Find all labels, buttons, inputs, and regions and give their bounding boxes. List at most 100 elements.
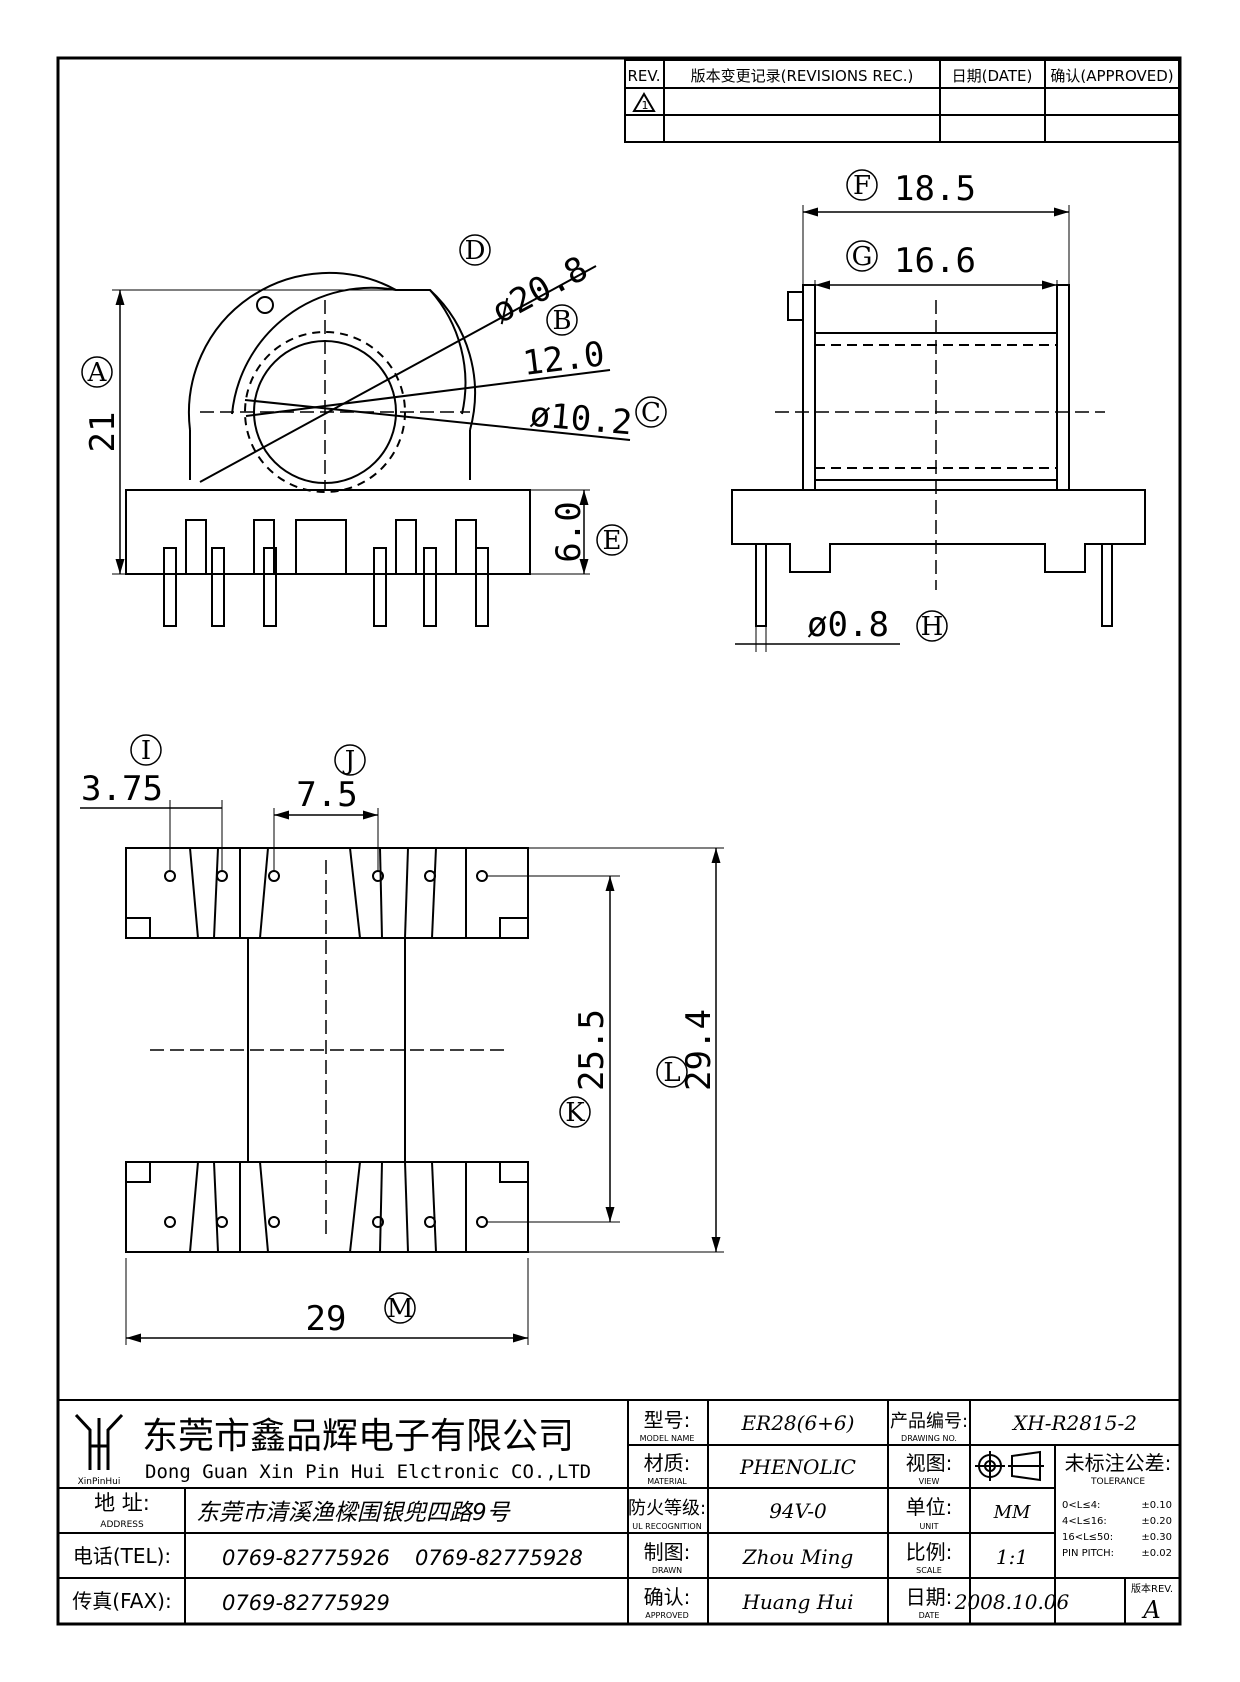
model-label: 型号: <box>644 1408 691 1432</box>
dim-D-value: ø20.8 <box>485 249 594 332</box>
dim-I-value: 3.75 <box>81 769 163 809</box>
dim-I-marker <box>130 734 162 766</box>
dim-C-label: C <box>641 398 661 428</box>
scale-label-en: SCALE <box>916 1566 942 1575</box>
dim-M-label: M <box>387 1294 414 1324</box>
dim-B-marker <box>546 304 578 336</box>
view-label: 视图: <box>906 1451 953 1475</box>
dim-C-value: ø10.2 <box>528 395 633 444</box>
dim-F-label: F <box>853 171 871 201</box>
tolerance-range-2: 4<L≤16: <box>1062 1516 1107 1527</box>
dim-B-label: B <box>552 306 571 336</box>
drawing-border <box>56 56 1182 1626</box>
dim-E-value: 6.0 <box>549 501 589 562</box>
tolerance-range-1: 0<L≤4: <box>1062 1500 1100 1511</box>
dim-G-value: 16.6 <box>894 241 976 281</box>
ul-label: 防火等级: <box>628 1498 706 1519</box>
material-value: PHENOLIC <box>739 1455 856 1479</box>
dim-A-label: A <box>87 358 108 388</box>
unit-value: MM <box>993 1502 1031 1523</box>
dim-E-marker <box>596 524 628 556</box>
front-view <box>112 265 631 627</box>
dim-D-marker <box>459 234 491 266</box>
date-label: 日期: <box>906 1585 953 1609</box>
approved-label-en: APPROVED <box>645 1611 689 1620</box>
material-label: 材质: <box>644 1451 691 1475</box>
tel-label: 电话(TEL): <box>73 1544 171 1568</box>
ul-label-en: UL RECOGNITION <box>632 1522 701 1531</box>
dim-J-marker <box>334 744 366 776</box>
tolerance-label-en: TOLERANCE <box>1090 1477 1145 1487</box>
dim-M-value: 29 <box>306 1299 347 1339</box>
address-value: 东莞市清溪渔樑围银兜四路9号 <box>196 1500 511 1526</box>
dim-I-label: I <box>141 736 151 766</box>
rev-row1-number: 1 <box>642 99 649 112</box>
dim-C-marker <box>635 396 667 428</box>
revisions-col-header: 版本变更记录(REVISIONS REC.) <box>691 67 914 85</box>
scale-label: 比例: <box>906 1540 953 1564</box>
tolerance-value-2: ±0.20 <box>1141 1516 1172 1527</box>
dim-K-marker <box>559 1096 591 1128</box>
dim-B-value: 12.0 <box>521 334 607 384</box>
model-label-en: MODEL NAME <box>640 1434 695 1443</box>
revision-table <box>624 59 1180 143</box>
view-label-en: VIEW <box>919 1477 940 1486</box>
date-col-header: 日期(DATE) <box>952 67 1033 85</box>
dim-H-label: H <box>921 612 944 642</box>
drawn-label-en: DRAWN <box>652 1566 682 1575</box>
dim-H-value: ø0.8 <box>807 605 889 645</box>
fax-number: 0769-82775929 <box>222 1591 390 1615</box>
approved-value: Huang Hui <box>741 1590 853 1614</box>
title-block-grid <box>57 1399 1181 1625</box>
drawn-label: 制图: <box>644 1540 691 1564</box>
tolerance-value-3: ±0.30 <box>1141 1532 1172 1543</box>
dim-H-marker <box>916 610 948 642</box>
dim-F-value: 18.5 <box>894 169 976 209</box>
tel-number-1: 0769-82775926 <box>222 1546 390 1570</box>
side-view <box>731 205 1146 652</box>
approved-col-header: 确认(APPROVED) <box>1050 67 1173 85</box>
tolerance-range-3: 16<L≤50: <box>1062 1532 1113 1543</box>
dim-L-marker <box>656 1056 688 1088</box>
model-value: ER28(6+6) <box>741 1411 855 1435</box>
dim-K-value: 25.5 <box>572 1009 612 1091</box>
drawing-no-value: XH-R2815-2 <box>1011 1411 1137 1435</box>
company-name-en: Dong Guan Xin Pin Hui Elctronic CO.,LTD <box>145 1461 591 1483</box>
revision-label: 版本REV. <box>1131 1582 1173 1595</box>
drawn-value: Zhou Ming <box>742 1545 854 1569</box>
company-name-cn: 东莞市鑫品辉电子有限公司 <box>142 1416 574 1457</box>
dim-D-label: D <box>465 236 486 266</box>
approved-label: 确认: <box>644 1585 691 1609</box>
unit-label: 单位: <box>906 1495 953 1519</box>
company-logo <box>74 1413 124 1470</box>
dim-J-value: 7.5 <box>296 775 357 815</box>
revision-value: A <box>1141 1596 1160 1624</box>
dim-A-value: 21 <box>83 412 123 453</box>
dim-G-marker <box>846 240 878 272</box>
tolerance-value-1: ±0.10 <box>1141 1500 1172 1511</box>
dim-A-marker <box>81 356 113 388</box>
address-label-en: ADDRESS <box>100 1520 144 1530</box>
rev-col-header: REV. <box>628 67 661 85</box>
dim-G-label: G <box>852 242 873 272</box>
unit-label-en: UNIT <box>919 1522 938 1531</box>
dim-L-label: L <box>663 1058 680 1088</box>
date-value: 2008.10.06 <box>954 1590 1070 1614</box>
tolerance-range-4: PIN PITCH: <box>1062 1548 1114 1559</box>
dim-J-label: J <box>342 746 355 776</box>
fax-label: 传真(FAX): <box>72 1589 171 1613</box>
scale-value: 1:1 <box>996 1545 1028 1569</box>
bottom-view <box>80 800 724 1345</box>
tolerance-value-4: ±0.02 <box>1141 1548 1172 1559</box>
dim-M-marker <box>384 1292 416 1324</box>
dim-K-label: K <box>565 1098 585 1128</box>
ul-value: 94V-0 <box>769 1499 827 1523</box>
material-label-en: MATERIAL <box>647 1477 687 1486</box>
dim-E-label: E <box>603 526 622 556</box>
tolerance-label: 未标注公差: <box>1065 1451 1172 1475</box>
drawing-no-label: 产品编号: <box>890 1411 968 1432</box>
drawing-no-label-en: DRAWING NO. <box>901 1434 957 1443</box>
logo-text: XinPinHui <box>78 1477 121 1487</box>
date-label-en: DATE <box>919 1611 940 1620</box>
